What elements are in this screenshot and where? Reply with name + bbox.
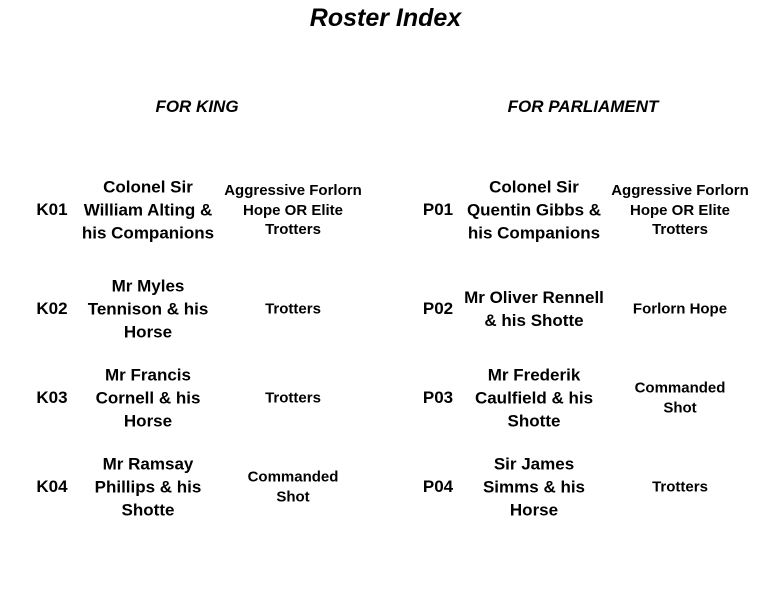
roster-type: Trotters	[652, 478, 708, 496]
roster-id: K04	[36, 477, 68, 496]
roster-id: K02	[36, 299, 68, 318]
roster-name: Mr Myles Tennison & his Horse	[87, 276, 209, 342]
roster-type: Aggressive Forlorn Hope OR Elite Trotter…	[224, 181, 362, 238]
roster-name: Colonel Sir William Alting & his Compani…	[81, 177, 215, 243]
roster-type: Commanded Shot	[247, 468, 339, 506]
roster-id: P03	[422, 388, 454, 407]
roster-name: Mr Ramsay Phillips & his Shotte	[94, 454, 202, 520]
page-title: Roster Index	[309, 4, 462, 32]
roster-name: Mr Oliver Rennell & his Shotte	[464, 288, 604, 330]
roster-type: Forlorn Hope	[632, 300, 728, 318]
roster-type: Trotters	[265, 300, 321, 318]
roster-type: Aggressive Forlorn Hope OR Elite Trotter…	[611, 181, 749, 238]
roster-name: Sir James Simms & his Horse	[482, 454, 586, 520]
roster-type: Trotters	[265, 389, 321, 407]
roster-id: P04	[422, 477, 454, 496]
roster-id: P02	[422, 299, 454, 318]
roster-name: Colonel Sir Quentin Gibbs & his Companio…	[466, 177, 602, 243]
roster-type: Commanded Shot	[634, 379, 726, 417]
roster-name: Mr Frederik Caulfield & his Shotte	[474, 365, 594, 431]
parliament-header: FOR PARLIAMENT	[507, 97, 659, 116]
roster-name: Mr Francis Cornell & his Horse	[95, 365, 201, 431]
roster-id: P01	[422, 200, 454, 219]
roster-id: K03	[36, 388, 68, 407]
king-header: FOR KING	[155, 97, 239, 116]
roster-id: K01	[36, 200, 68, 219]
